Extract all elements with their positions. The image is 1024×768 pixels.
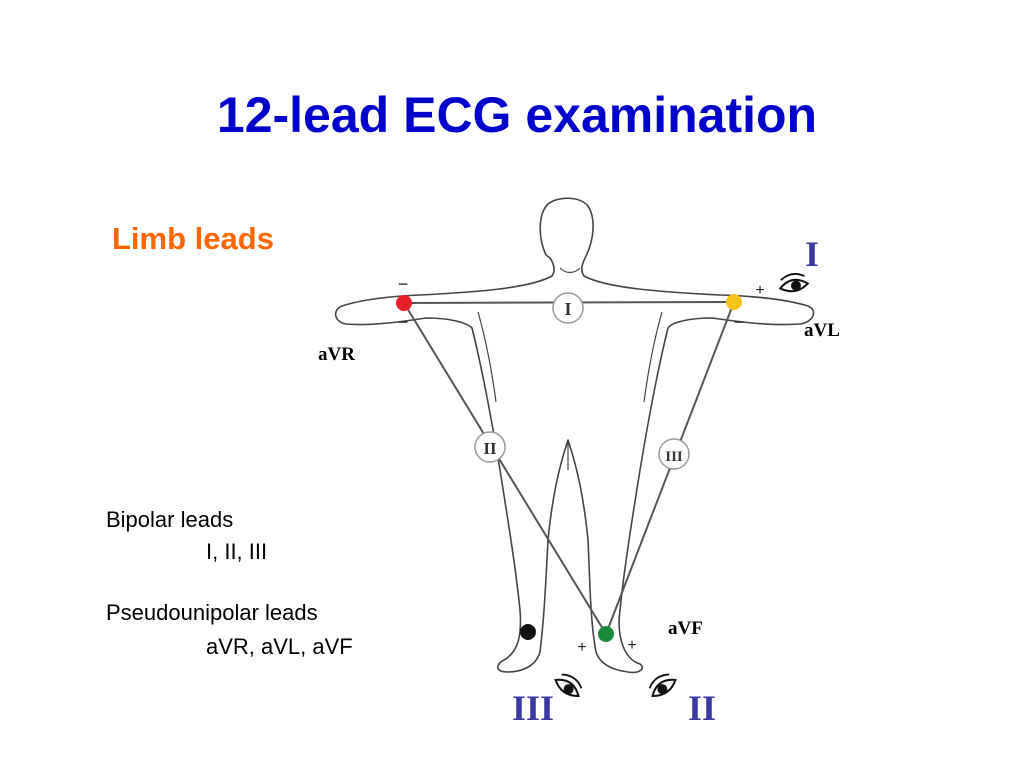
lead-ii-corner: II [688, 688, 716, 728]
polarity-plus: + [627, 637, 636, 654]
lead-iii-badge: III [658, 438, 690, 470]
pseudounipolar-leads-list: aVR, aVL, aVF [206, 634, 353, 659]
polarity-plus: + [755, 282, 764, 299]
lead-ii-line [403, 302, 607, 635]
lead-iii-corner: III [512, 688, 554, 728]
bipolar-leads-list: I, II, III [206, 539, 268, 564]
eye-icon [648, 673, 677, 698]
lead-ii-badge: II [474, 431, 506, 463]
avl-label: aVL [804, 320, 840, 341]
limb-leads-heading: Limb leads [112, 221, 274, 256]
bipolar-leads-heading: Bipolar leads [106, 507, 234, 532]
electrode-left-arm [726, 294, 742, 310]
slide-title: 12-lead ECG examination [216, 87, 818, 143]
polarity-minus: − [398, 274, 409, 294]
svg-text:II: II [483, 439, 497, 458]
polarity-plus: + [577, 639, 586, 656]
lead-i-corner: I [805, 234, 819, 274]
polarity-minus: − [734, 312, 745, 332]
avr-label: aVR [318, 344, 355, 365]
polarity-minus: − [398, 312, 409, 332]
avf-label: aVF [668, 618, 703, 639]
body-outline [334, 197, 815, 674]
svg-text:III: III [665, 449, 683, 465]
electrode-right-leg [520, 624, 536, 640]
electrode-left-leg [598, 626, 614, 642]
electrode-right-arm [396, 295, 412, 311]
pseudounipolar-leads-heading: Pseudounipolar leads [106, 600, 318, 625]
svg-text:I: I [564, 299, 571, 319]
lead-i-badge: I [552, 292, 584, 324]
eye-icon [778, 273, 810, 293]
eye-icon [554, 673, 583, 698]
